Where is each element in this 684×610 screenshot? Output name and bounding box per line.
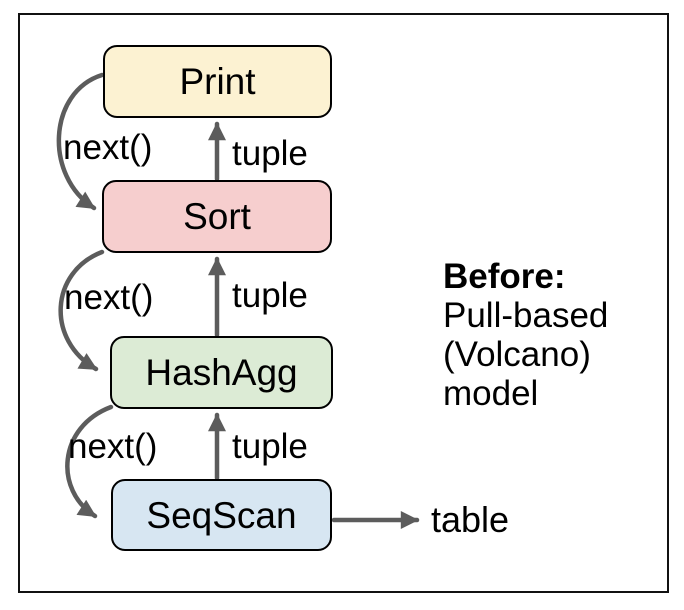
tuple-label-2: tuple [232, 276, 308, 315]
caption-line-3: model [443, 374, 539, 413]
node-print: Print [103, 45, 332, 118]
caption-line-2: (Volcano) [443, 335, 591, 374]
table-label: table [431, 499, 510, 540]
node-sort-label: Sort [183, 196, 251, 237]
frame-border [18, 13, 669, 593]
caption-title: Before: [443, 257, 566, 296]
next-call-label-1: next() [63, 128, 153, 167]
node-hashagg-label: HashAgg [145, 352, 298, 393]
tuple-label-3: tuple [232, 427, 308, 466]
caption-block: Before: Pull-based (Volcano) model [443, 257, 608, 413]
caption-line-1: Pull-based [443, 296, 609, 335]
node-sort: Sort [102, 180, 332, 253]
node-print-label: Print [179, 61, 256, 102]
node-seqscan-label: SeqScan [146, 494, 297, 536]
next-call-label-3: next() [68, 427, 158, 466]
tuple-label-1: tuple [232, 134, 308, 173]
node-seqscan: SeqScan [111, 479, 332, 551]
next-call-label-2: next() [64, 278, 154, 317]
node-hashagg: HashAgg [110, 336, 333, 409]
